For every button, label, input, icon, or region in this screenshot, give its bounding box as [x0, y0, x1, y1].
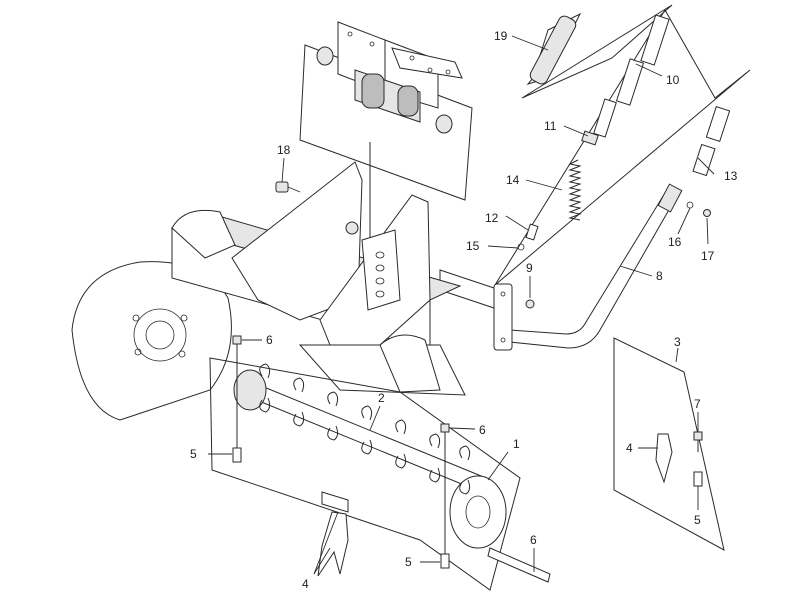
bracket-inset — [299, 21, 473, 240]
callout-1: 1 — [513, 437, 520, 451]
callout-6-middle: 6 — [479, 423, 486, 437]
tines — [259, 363, 471, 495]
tine-kit-inset — [613, 337, 725, 551]
callout-16: 15 — [466, 239, 480, 253]
callout-2: 2 — [378, 391, 385, 405]
callout-9: 9 — [526, 261, 533, 275]
leader-lines — [208, 35, 715, 575]
callout-6-upper: 6 — [266, 333, 273, 347]
callout-7: 6 — [530, 533, 537, 547]
callout-5-kit: 5 — [694, 513, 701, 527]
callout-5-left: 5 — [190, 447, 197, 461]
callout-labels: 19 10 11 13 14 12 15 16 17 9 8 18 3 6 6 … — [190, 29, 738, 591]
callout-4-bottom: 4 — [302, 577, 309, 591]
callout-13: 12 — [485, 211, 499, 225]
handle-bar — [439, 183, 683, 351]
callout-3: 3 — [674, 335, 681, 349]
rotor-inset — [209, 335, 551, 591]
callout-5-bottom: 5 — [405, 555, 412, 569]
callout-18: 17 — [701, 249, 715, 263]
callout-17: 16 — [668, 235, 682, 249]
callout-6-kit: 7 — [694, 397, 701, 411]
callout-11: 10 — [666, 73, 680, 87]
main-frame — [71, 161, 466, 421]
callout-14: 13 — [724, 169, 738, 183]
handle-inset — [494, 9, 751, 286]
callout-12: 11 — [544, 119, 557, 133]
callout-10: 18 — [277, 143, 291, 157]
callout-8: 8 — [656, 269, 663, 283]
grip-inset — [521, 4, 673, 99]
callout-15: 14 — [506, 173, 520, 187]
callout-19: 19 — [494, 29, 508, 43]
callout-4-kit: 4 — [626, 441, 633, 455]
